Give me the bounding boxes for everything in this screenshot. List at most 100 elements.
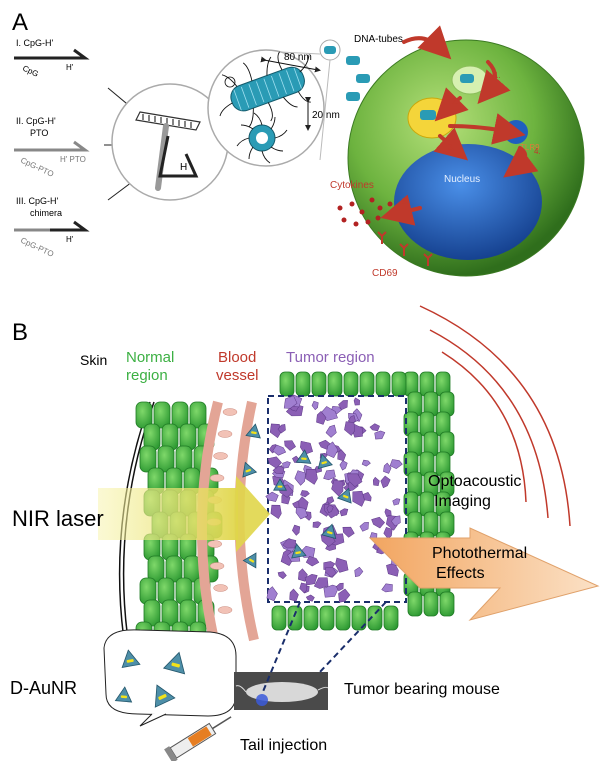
tumor-cell [338,588,351,603]
tumor-cell [369,423,380,432]
tumor-cell [339,508,349,517]
tumor-cell [326,496,335,504]
strand-ii-left-label: CpG-PTO [19,156,55,179]
step-4: 4. [534,147,541,156]
tumor-cell [316,410,327,425]
gold-nanorod-carrier [242,552,257,569]
tumor-cell [283,395,298,409]
tumor-cell [325,424,337,438]
tumor-cell [300,440,313,455]
gold-nanorod-carrier [295,449,312,464]
dim-80-label: 80 nm [284,52,312,63]
tumor-cell [277,424,286,434]
tumor-cell [342,526,355,538]
tumor-cell [267,456,282,469]
tumor-cell [381,583,393,593]
syringe [164,716,232,761]
nucleus-label: Nucleus [444,174,480,185]
tumor-cell [335,582,344,592]
tumor-cell [337,449,347,462]
strand-i-left-label: CpG [21,64,40,79]
tumor-cell [372,476,380,486]
strand-i: I. CpG-H' CpG H' [14,38,90,79]
tumor-cell [352,490,365,507]
step-1: 1. [494,71,501,80]
gold-nanorod-carrier [154,684,176,708]
gold-nanorod-carrier [321,523,337,540]
photothermal-arrow [368,527,600,621]
tumor-cell [383,527,393,540]
strand-ii: II. CpG-H' PTO CpG-PTO H' PTO [14,116,90,179]
tumor-cell [284,440,296,451]
normal-cell [287,605,303,631]
cytokines [337,197,393,227]
h-label: H [180,162,187,173]
tumor-cell [338,400,348,411]
tumor-cell [353,397,360,406]
strand-iii: III. CpG-H' chimera CpG-PTO H' [14,196,90,259]
red-blood-cell [222,408,238,416]
small-tube [324,46,336,54]
tumor-cell [323,469,336,481]
step-3: 3. [448,143,455,152]
gold-nanorod-carrier [317,453,333,470]
tumor-cell [305,556,320,567]
normal-cell [311,371,327,397]
optoacoustic-label-1: Optoacoustic [428,473,521,490]
tumor-cell [391,515,401,527]
tumor-cell [305,594,315,602]
tumor-cell [323,584,340,598]
tumor-cell [300,490,310,498]
tumor-cell [313,577,329,589]
tumor-cell [305,468,318,485]
cd69-label: CD69 [372,268,398,279]
gold-nanorod-carrier [121,649,141,668]
tumor-cell [292,524,301,536]
normal-cell [351,605,367,631]
immune-cell: Nucleus TLR9 [347,39,585,277]
tumor-cell [362,492,372,502]
normal-cell [375,371,391,397]
tumor-cell [354,566,364,577]
gold-nanorod-carrier [162,651,186,675]
normal-cell [279,371,295,397]
tumor-region-label: Tumor region [286,349,375,366]
normal-region-label-1: Normal [126,349,174,366]
red-blood-cell [213,452,228,460]
step-5: 5. [402,197,409,206]
acoustic-waves [419,305,571,527]
mouse-image [234,672,329,710]
tumor-cell [344,421,355,436]
tumor-cell [325,441,339,459]
cytokines-label: Cytokines [330,180,374,191]
photothermal-label-1: Photothermal [432,545,527,562]
blood-vessel-label-2: vessel [216,367,259,384]
tail-injection-label: Tail injection [240,737,327,754]
tumor-cell [361,459,371,467]
tumor-cell [265,491,279,502]
free-dna-tubes [346,56,370,101]
tumor-cell [389,459,403,469]
strand-iii-shape-right [50,220,90,232]
gold-nanorod-carrier [114,686,133,703]
tumor-cell [266,586,278,602]
strand-i-name: I. CpG-H' [16,38,54,48]
strand-ii-name-2: PTO [30,128,48,138]
tumor-cell [392,498,401,506]
tumor-cell [277,571,287,580]
tumor-cell [311,400,319,411]
panel-a-label: A [12,9,28,36]
nir-laser-label: NIR laser [12,506,104,531]
strand-ii-name-1: II. CpG-H' [16,116,56,126]
normal-cell [343,371,359,397]
tumor-cell [347,473,363,487]
tumor-cell [386,562,399,577]
tumor-cell [269,423,281,439]
zoom-circle-tube: 80 nm 20 nm [207,49,340,167]
zoom-lines [279,51,331,161]
tumor-cell [380,475,391,489]
tumor-cell [371,516,385,529]
dna-tubes-label: DNA-tubes [354,34,403,45]
photothermal-label-2: Effects [436,565,485,582]
